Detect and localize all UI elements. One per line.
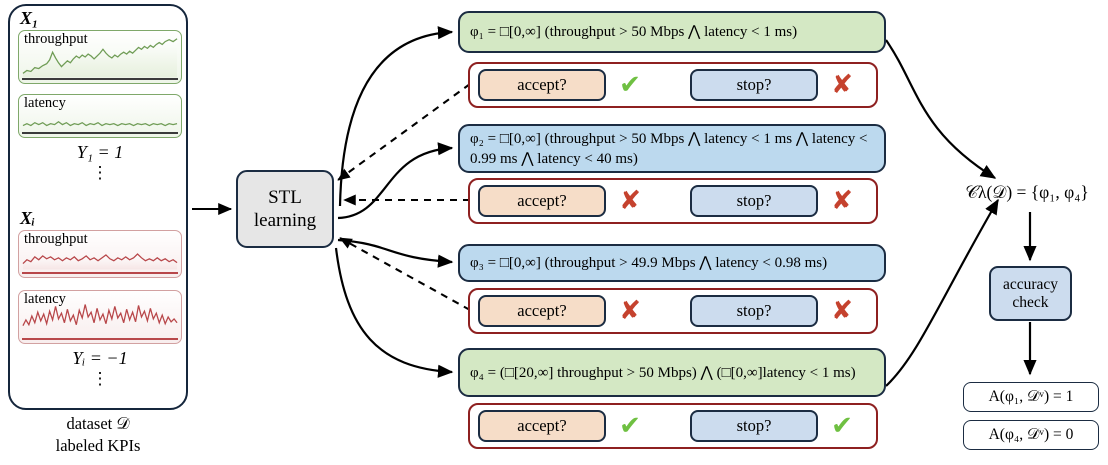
- accuracy-result-phi4: A(φ₄, 𝒟ᵛ) = 0: [963, 420, 1099, 450]
- xi-label: Xᵢ: [20, 208, 36, 228]
- accept-mark-3: ✘: [619, 296, 641, 326]
- accept-button-4[interactable]: accept?: [478, 410, 606, 442]
- kpi-card-latency-negative: latency: [18, 290, 182, 344]
- kpi-label-latency: latency: [24, 95, 66, 111]
- stop-label: stop?: [736, 301, 772, 320]
- formula-box-phi2[interactable]: φ₂ = □[0,∞] (throughput > 50 Mbps ⋀ late…: [458, 124, 886, 173]
- kpi-label-latency: latency: [24, 291, 66, 307]
- stl-learning-node[interactable]: STL learning: [236, 170, 334, 248]
- formula-text-phi3: φ₃ = □[0,∞] (throughput > 49.9 Mbps ⋀ la…: [470, 255, 828, 271]
- stop-mark-3: ✘: [831, 296, 853, 326]
- result-set-formula: 𝒞λ(𝒟) = {φ₁, φ₄}: [965, 182, 1089, 202]
- stop-mark-4: ✔: [831, 411, 853, 441]
- accept-label: accept?: [517, 301, 567, 320]
- formula-text-phi4: φ₄ = (□[20,∞] throughput > 50 Mbps) ⋀ (□…: [470, 364, 856, 381]
- stop-label: stop?: [736, 416, 772, 435]
- stop-label: stop?: [736, 191, 772, 210]
- dataset-caption-line1: dataset 𝒟: [66, 414, 130, 433]
- latency-negative-sparkline: [22, 304, 178, 327]
- kpi-card-throughput-positive: throughput: [18, 30, 182, 84]
- formula-box-phi1[interactable]: φ₁ = □[0,∞] (throughput > 50 Mbps ⋀ late…: [458, 11, 886, 53]
- kpi-card-throughput-negative: throughput: [18, 230, 182, 278]
- formula-box-phi4[interactable]: φ₄ = (□[20,∞] throughput > 50 Mbps) ⋀ (□…: [458, 348, 886, 397]
- accept-button-3[interactable]: accept?: [478, 295, 606, 327]
- query-row-3: accept? ✘ stop? ✘: [468, 288, 878, 334]
- formula-box-phi3[interactable]: φ₃ = □[0,∞] (throughput > 49.9 Mbps ⋀ la…: [458, 244, 886, 282]
- dataset-caption-line2: labeled KPIs: [55, 436, 141, 455]
- accuracy-check-line2: check: [1012, 293, 1049, 311]
- dataset-panel: X₁ throughput latency Y₁ =: [8, 4, 188, 410]
- vertical-dots-upper: ⋮: [91, 163, 109, 182]
- kpi-label-throughput: throughput: [24, 31, 88, 47]
- stop-mark-1: ✘: [831, 70, 853, 100]
- latency-positive-sparkline: [22, 120, 178, 127]
- stop-button-1[interactable]: stop?: [690, 69, 818, 101]
- accept-mark-2: ✘: [619, 186, 641, 216]
- stop-label: stop?: [736, 75, 772, 94]
- accept-button-1[interactable]: accept?: [478, 69, 606, 101]
- stop-mark-2: ✘: [831, 186, 853, 216]
- stop-button-4[interactable]: stop?: [690, 410, 818, 442]
- label-yi: Yᵢ = −1: [72, 348, 128, 368]
- throughput-positive-sparkline: [22, 38, 178, 78]
- vertical-dots-lower: ⋮: [91, 369, 109, 388]
- formula-text-phi1: φ₁ = □[0,∞] (throughput > 50 Mbps ⋀ late…: [470, 24, 798, 40]
- accept-button-2[interactable]: accept?: [478, 185, 606, 217]
- stl-node-line2: learning: [253, 210, 317, 231]
- accuracy-check-line1: accuracy: [1002, 275, 1059, 293]
- query-row-4: accept? ✔ stop? ✔: [468, 403, 878, 449]
- accept-mark-1: ✔: [619, 70, 641, 100]
- kpi-baseline: [22, 132, 178, 134]
- query-row-2: accept? ✘ stop? ✘: [468, 178, 878, 224]
- stop-button-2[interactable]: stop?: [690, 185, 818, 217]
- kpi-baseline: [22, 78, 178, 80]
- accuracy-result-phi1-text: A(φ₁, 𝒟ᵛ) = 1: [988, 388, 1074, 405]
- formula-text-phi2: φ₂ = □[0,∞] (throughput > 50 Mbps ⋀ late…: [470, 130, 868, 167]
- x1-label: X₁: [20, 8, 39, 28]
- accuracy-result-phi1: A(φ₁, 𝒟ᵛ) = 1: [963, 382, 1099, 412]
- kpi-card-latency-positive: latency: [18, 94, 182, 138]
- accept-label: accept?: [517, 416, 567, 435]
- kpi-label-throughput: throughput: [24, 231, 88, 247]
- accept-mark-4: ✔: [619, 411, 641, 441]
- kpi-baseline: [22, 338, 178, 340]
- stop-button-3[interactable]: stop?: [690, 295, 818, 327]
- query-row-1: accept? ✔ stop? ✘: [468, 62, 878, 108]
- stl-node-line1: STL: [268, 187, 302, 208]
- kpi-baseline: [22, 272, 178, 274]
- accuracy-result-phi4-text: A(φ₄, 𝒟ᵛ) = 0: [988, 426, 1074, 443]
- accept-label: accept?: [517, 191, 567, 210]
- accept-label: accept?: [517, 75, 567, 94]
- accuracy-check-node[interactable]: accuracy check: [989, 266, 1072, 321]
- throughput-negative-sparkline: [22, 253, 178, 270]
- label-y1: Y₁ = 1: [76, 142, 124, 162]
